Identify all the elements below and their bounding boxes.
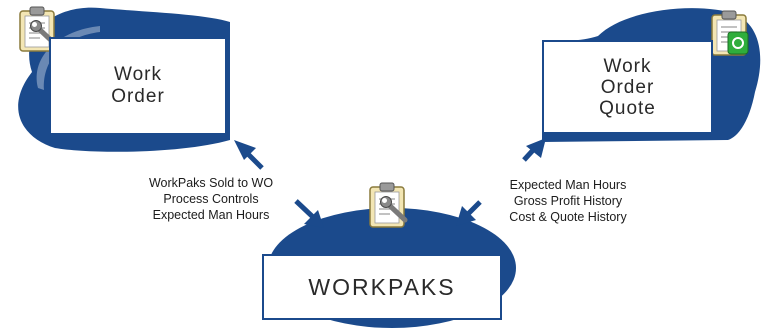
workpaks-label: WORKPAKS [308,273,456,300]
workpaks-box: WORKPAKS [262,254,502,320]
arrow-to-work-order [234,140,264,170]
work-order-box: Work Order [49,37,227,135]
right-note-line: Cost & Quote History [509,210,627,224]
work-order-quote-box: Work Order Quote [542,40,713,134]
arrow-to-workpaks-right [456,200,482,226]
work-order-label-line1: Work [114,64,162,85]
left-note-line: Expected Man Hours [152,208,270,222]
work-order-quote-label-line2: Order [600,76,655,98]
right-note-line: Gross Profit History [513,194,623,208]
work-order-label-line2: Order [111,86,165,107]
arrow-to-work-order-quote [522,138,546,162]
left-link-notes: WorkPaks Sold to WO Process Controls Exp… [118,175,304,223]
left-note-line: Process Controls [163,192,259,206]
work-order-quote-label-line1: Work [603,55,652,77]
right-link-notes: Expected Man Hours Gross Profit History … [480,177,656,225]
work-order-quote-label-line3: Quote [599,97,656,119]
arrow-to-workpaks-left [294,199,324,228]
right-note-line: Expected Man Hours [509,178,627,192]
clipboard-wrench-icon [369,182,405,228]
clipboard-quote-icon [711,10,749,56]
left-note-line: WorkPaks Sold to WO [148,176,274,190]
